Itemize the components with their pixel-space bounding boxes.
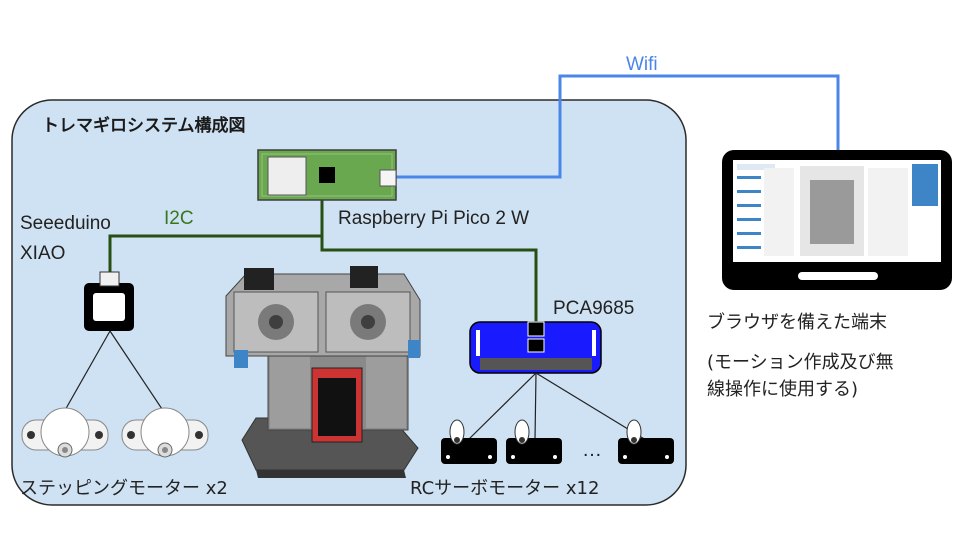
xiao-label-line2: XIAO [20, 243, 65, 264]
terminal-note-line2: 線操作に使用する) [707, 379, 858, 400]
stepper-motor-2 [121, 407, 209, 458]
xiao-label-line1: Seeeduino [20, 213, 111, 234]
pca-board [469, 321, 602, 374]
pico-usb-port [379, 169, 397, 187]
terminal-note-line1: (モーション作成及び無 [707, 352, 894, 373]
i2c-label: I2C [164, 208, 194, 229]
pico-board [257, 149, 397, 201]
pca-chip-2 [527, 338, 545, 353]
wifi-link [396, 74, 840, 179]
servo-motor-1 [441, 419, 497, 464]
servo-link-1 [467, 372, 537, 441]
pico-rf-module [267, 156, 307, 196]
terminal-label: ブラウザを備えた端末 [707, 311, 887, 333]
servo-link-2 [534, 372, 537, 441]
stepper-link-1 [63, 330, 111, 413]
servo-label: RCサーボモーター x12 [410, 478, 599, 499]
wifi-label: Wifi [626, 54, 658, 75]
pico-chip [319, 167, 335, 183]
servo-motor-2 [506, 419, 562, 464]
diagram-title: トレマギロシステム構成図 [42, 115, 246, 136]
tablet-device [722, 150, 952, 290]
stepper-link-2 [109, 330, 165, 413]
pico-label: Raspberry Pi Pico 2 W [338, 208, 529, 229]
stepper-label: ステッピングモーター x2 [20, 478, 228, 499]
xiao-board [84, 271, 134, 331]
servo-motor-3 [618, 419, 674, 464]
robot-image [225, 266, 421, 478]
i2c-link-pca [320, 236, 538, 322]
pca-chip-1 [527, 321, 545, 337]
servo-ellipsis: … [582, 439, 602, 461]
stepper-motor-1 [21, 407, 109, 458]
i2c-link-xiao [108, 200, 324, 272]
pca-label: PCA9685 [553, 298, 634, 319]
xiao-usb-port [99, 271, 120, 287]
